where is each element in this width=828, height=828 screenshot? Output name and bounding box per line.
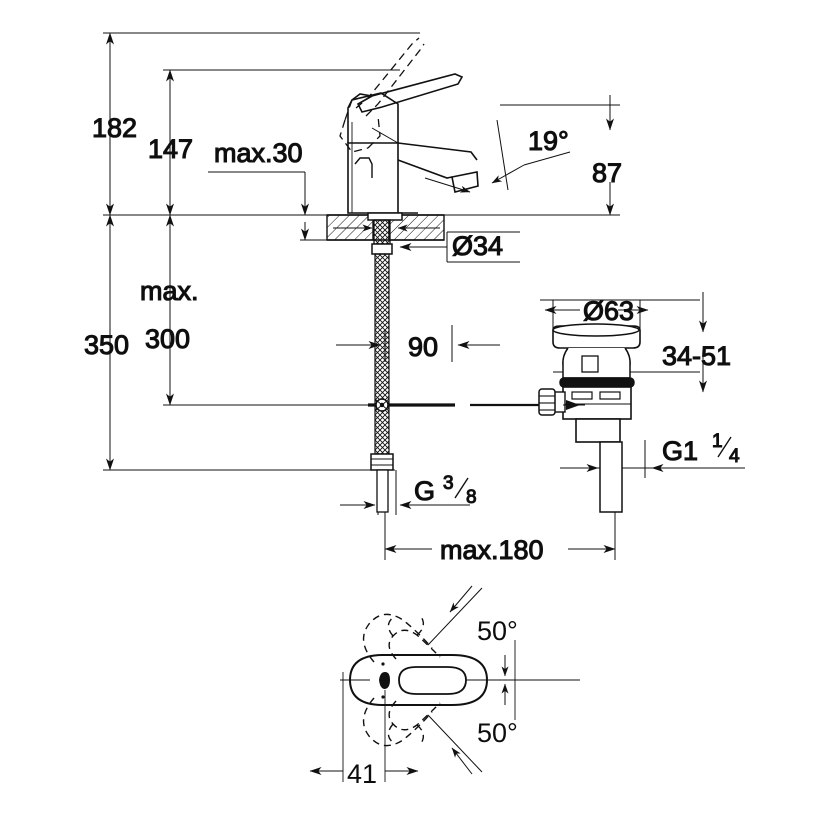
countertop-section bbox=[326, 214, 445, 241]
dim-d34 bbox=[399, 231, 520, 263]
dim-label-300: 300 bbox=[145, 324, 190, 354]
dim-label-max: max. bbox=[140, 276, 199, 306]
g38-letter: G bbox=[414, 476, 435, 506]
dim-label-g114: G1 1 4 bbox=[661, 430, 740, 467]
dim-label-19deg: 19° bbox=[528, 126, 569, 156]
dim-label-max30: max.30 bbox=[214, 138, 303, 168]
dim-label-swivel-upper: 50° bbox=[477, 616, 518, 646]
g38-denominator: 8 bbox=[466, 487, 477, 508]
dim-label-87: 87 bbox=[592, 158, 622, 188]
dim-label-max180: max.180 bbox=[440, 535, 544, 565]
dim-d63 bbox=[544, 300, 649, 330]
faucet-shank bbox=[367, 212, 403, 513]
dim-label-182: 182 bbox=[92, 113, 137, 143]
popup-linkage bbox=[368, 398, 565, 412]
waste-linkage-gland bbox=[538, 388, 585, 416]
plan-view bbox=[309, 585, 580, 782]
dim-label-d63: Ø63 bbox=[583, 296, 634, 326]
dim-label-g38: G 3 8 bbox=[413, 472, 477, 508]
dim-label-350: 350 bbox=[84, 330, 129, 360]
g114-letter: G1 bbox=[662, 436, 698, 466]
dim-label-90: 90 bbox=[408, 332, 438, 362]
g38-numerator: 3 bbox=[443, 473, 454, 494]
faucet-elevation bbox=[347, 73, 479, 214]
dim-label-147: 147 bbox=[148, 134, 193, 164]
g114-numerator: 1 bbox=[712, 431, 723, 452]
dim-label-d34: Ø34 bbox=[452, 231, 503, 261]
dim-max30 bbox=[208, 171, 309, 241]
g114-denominator: 4 bbox=[729, 446, 740, 467]
faucet-lever-open bbox=[339, 37, 425, 153]
dim-label-3451: 34-51 bbox=[662, 341, 731, 371]
dim-label-41: 41 bbox=[347, 759, 377, 789]
dim-label-swivel-lower: 50° bbox=[477, 718, 518, 748]
waste-assembly bbox=[538, 323, 641, 513]
